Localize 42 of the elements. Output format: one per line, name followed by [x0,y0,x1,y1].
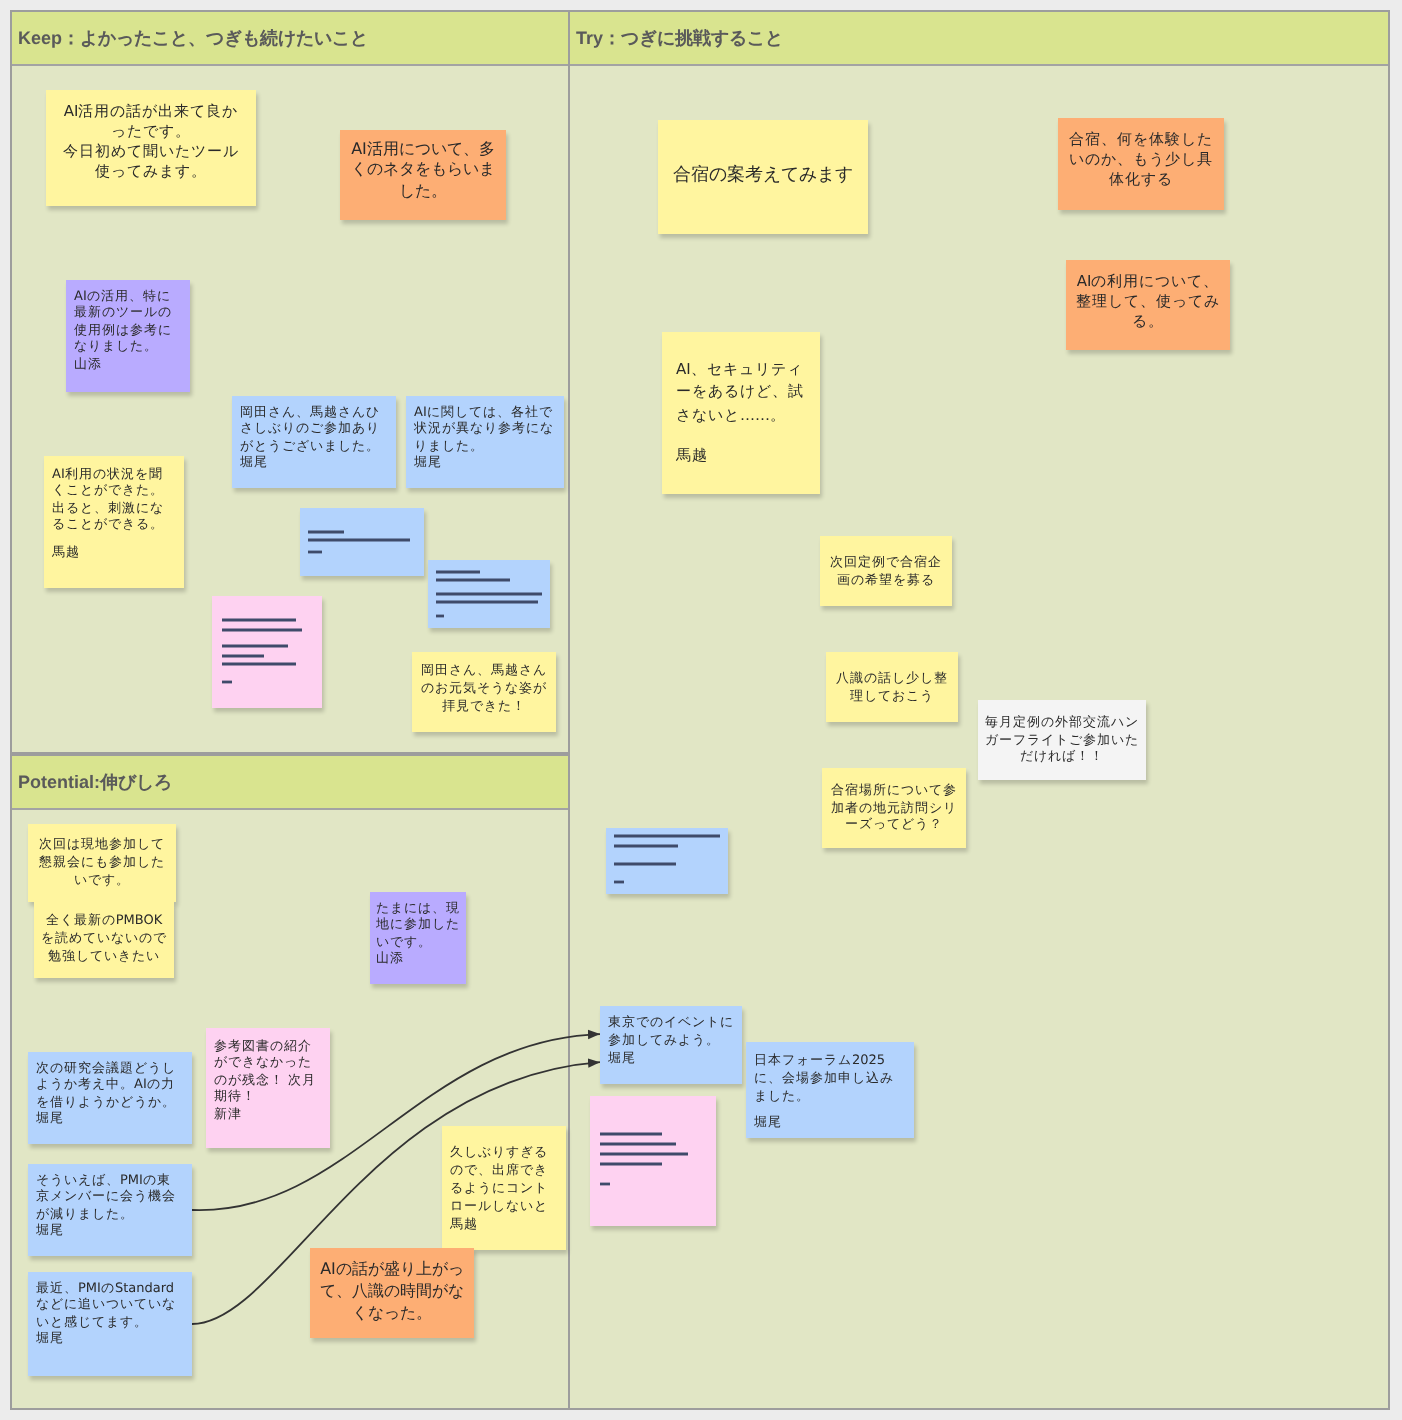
note-text: 合宿の案考えてみます [671,165,855,189]
sticky-note [34,902,174,978]
sticky-note [232,396,396,488]
sticky-note [206,1028,330,1148]
sticky-note [442,1126,566,1250]
sticky-note [310,1248,474,1338]
sticky-note [28,1164,192,1256]
sticky-note [28,1272,192,1376]
sticky-note [606,828,728,894]
connector-arrow [191,1059,601,1325]
sticky-note [428,560,550,628]
sticky-note [28,824,176,902]
board-panel [10,10,570,754]
sticky-note [746,1042,914,1138]
sticky-note [1058,118,1224,210]
sticky-note [212,596,322,708]
board-panel [568,10,1390,1410]
panel-header: Potential:伸びしろ [12,756,568,810]
sticky-note [826,652,958,722]
sticky-note [978,700,1146,780]
panel-header: Try：つぎに挑戦すること [570,12,1388,66]
sticky-note [412,652,556,732]
sticky-note [340,130,506,220]
sticky-note [662,332,820,494]
sticky-note [406,396,564,488]
note-text: AI活用について、多くのネタをもらいました。 [349,140,497,203]
sticky-note [820,536,952,606]
sticky-note [370,892,466,984]
sticky-note [658,120,868,234]
connector-arrow [191,1030,601,1211]
sticky-note [822,768,966,848]
sticky-note [1066,260,1230,350]
note-text: AIの話が盛り上がって、八識の時間がなくなった。 [318,1260,466,1325]
sticky-note [300,508,424,576]
panel-header: Keep：よかったこと、つぎも続けたいこと [12,12,568,66]
sticky-note [600,1006,742,1084]
sticky-note [44,456,184,588]
sticky-note [28,1052,192,1144]
sticky-note [590,1096,716,1226]
sticky-note [46,90,256,206]
board-panel [10,754,570,1410]
sticky-note [66,280,190,392]
